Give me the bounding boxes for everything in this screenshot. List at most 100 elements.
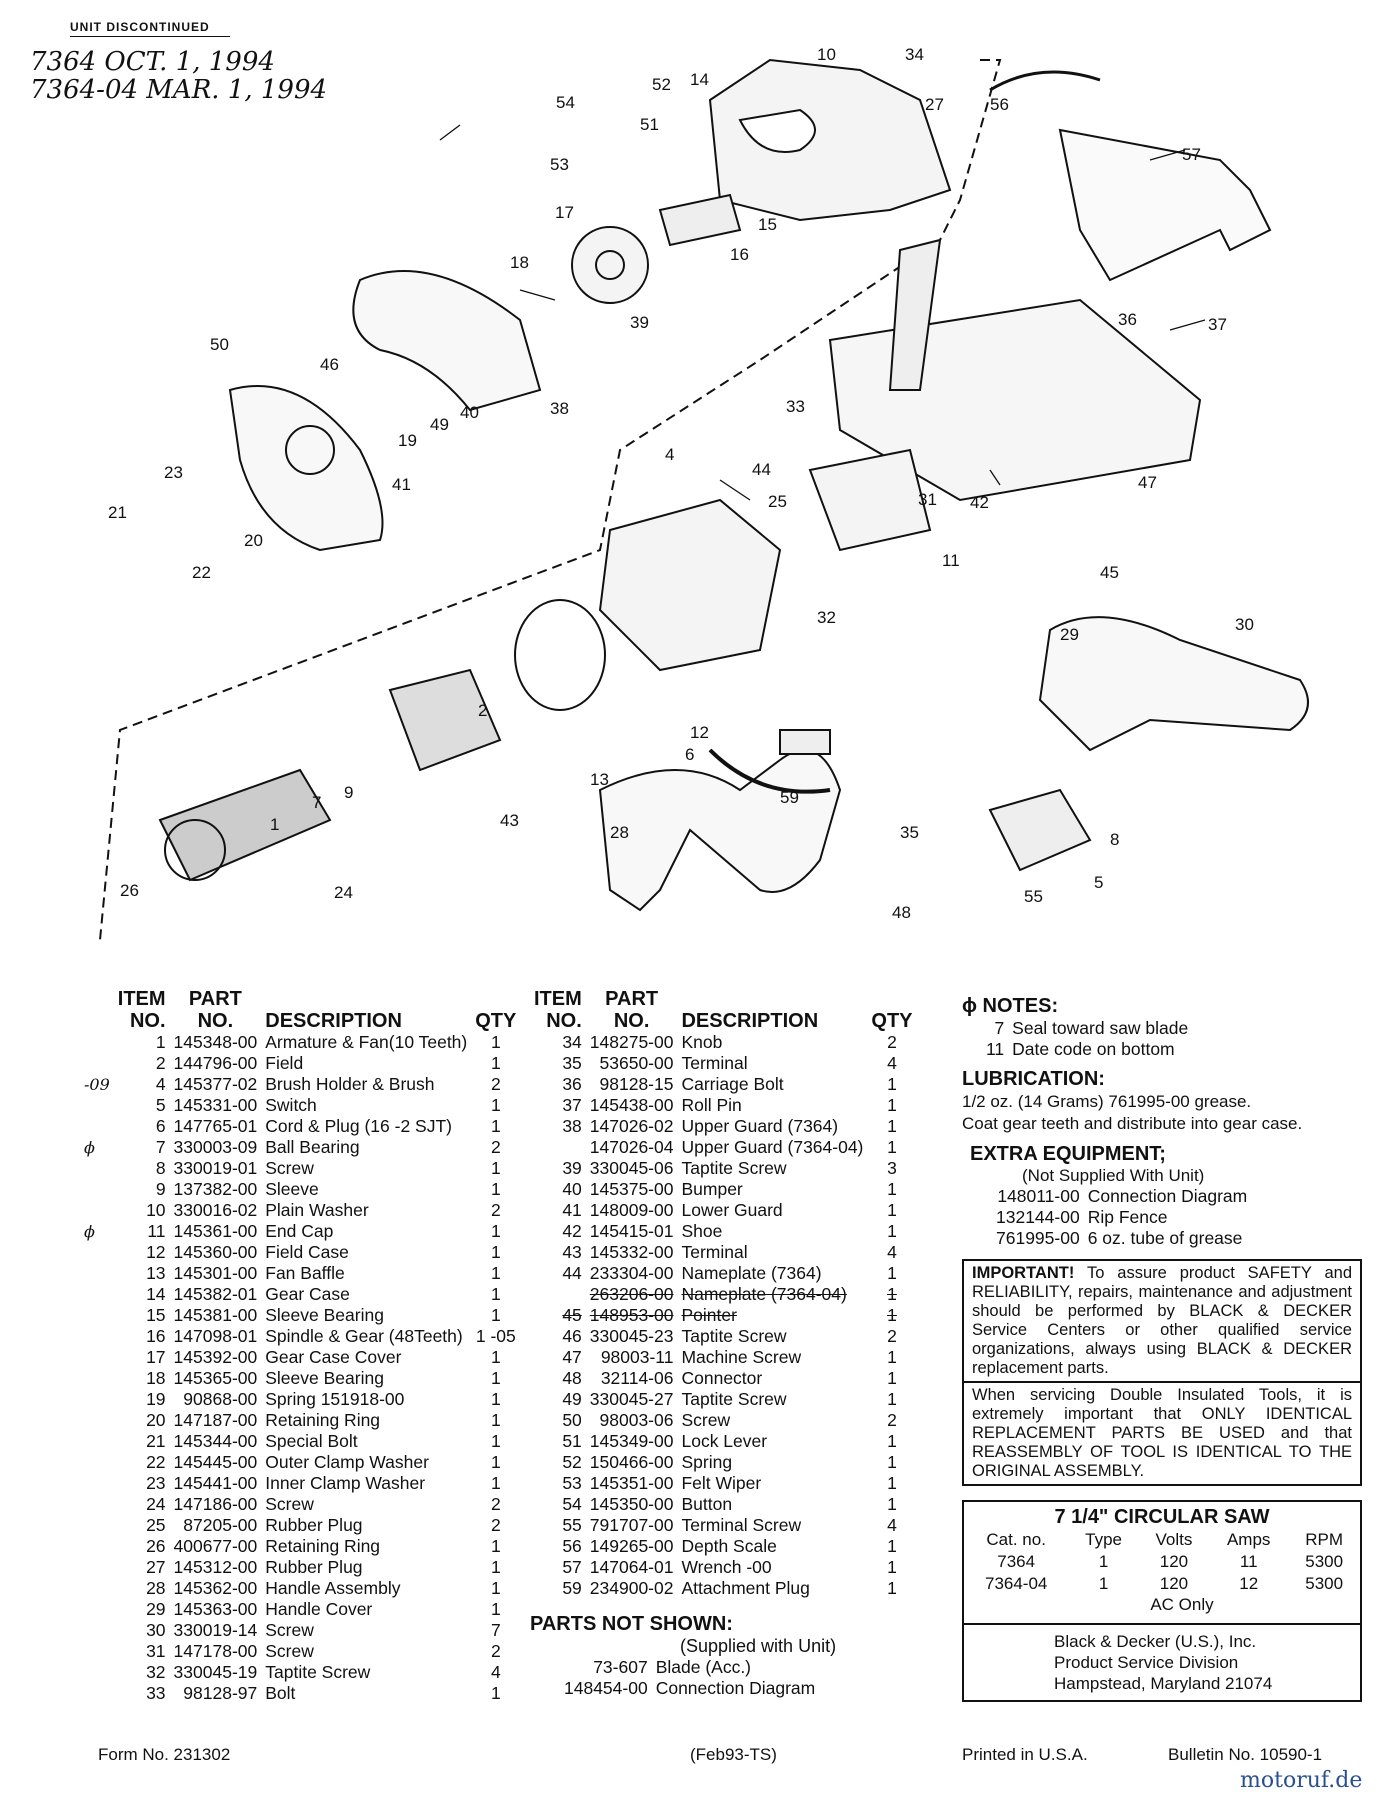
callout-52: 52 xyxy=(652,75,671,94)
part-number: 145360-00 xyxy=(173,1242,258,1262)
part-quantity: 1 xyxy=(490,1242,501,1262)
part-quantity: 1 xyxy=(887,1389,897,1409)
row-note xyxy=(80,1662,114,1683)
item-number: 29 xyxy=(146,1599,166,1619)
row-note xyxy=(80,1536,114,1557)
part-quantity: 3 xyxy=(887,1158,897,1178)
part-quantity: 1 xyxy=(887,1179,897,1199)
row-note xyxy=(80,1599,114,1620)
part-number: 98128-97 xyxy=(183,1683,258,1703)
item-number: 6 xyxy=(155,1116,166,1136)
handle-cover-shape xyxy=(1038,616,1309,752)
item-number: 57 xyxy=(562,1557,582,1577)
spec-header-amps: Amps xyxy=(1226,1530,1271,1549)
handwritten-line-1: 7364 OCT. 1, 1994 xyxy=(30,47,275,77)
callout-42: 42 xyxy=(970,493,989,512)
handwritten-dates: 7364 OCT. 1, 1994 7364-04 MAR. 1, 1994 xyxy=(30,48,327,104)
part-description: Knob xyxy=(681,1032,723,1052)
part-quantity: 1 xyxy=(887,1116,897,1136)
part-quantity: 1 xyxy=(490,1389,501,1409)
part-number: 145362-00 xyxy=(173,1578,258,1598)
part-description: Screw xyxy=(265,1158,314,1178)
callout-17: 17 xyxy=(555,203,574,222)
callout-55: 55 xyxy=(1024,887,1043,906)
part-description: Terminal Screw xyxy=(681,1515,802,1535)
item-number: 41 xyxy=(562,1200,582,1220)
part-quantity: 1 xyxy=(490,1221,501,1241)
row-note: -09 xyxy=(84,1075,110,1094)
part-quantity: 1 xyxy=(490,1557,501,1577)
assembly-axis-dashed xyxy=(99,59,1002,941)
callout-43: 43 xyxy=(500,811,519,830)
item-number: 10 xyxy=(146,1200,166,1220)
callout-23: 23 xyxy=(164,463,183,482)
callout-53: 53 xyxy=(550,155,569,174)
part-description: Upper Guard (7364) xyxy=(681,1116,839,1136)
note-item: 7 xyxy=(994,1018,1005,1038)
item-number xyxy=(530,1284,586,1305)
row-note xyxy=(80,1389,114,1410)
part-number: 145377-02 xyxy=(173,1074,258,1094)
part-description: Spring 151918-00 xyxy=(265,1389,405,1409)
part-quantity: 2 xyxy=(887,1032,897,1052)
item-number: 21 xyxy=(146,1431,166,1451)
part-description: Screw xyxy=(265,1620,314,1640)
part-description: Shoe xyxy=(681,1221,723,1241)
item-number: 26 xyxy=(146,1536,166,1556)
part-quantity: 1 xyxy=(887,1263,897,1283)
spindle-shape xyxy=(658,193,742,247)
item-number: 31 xyxy=(146,1641,166,1661)
part-quantity: 4 xyxy=(887,1515,897,1535)
part-number: 233304-00 xyxy=(589,1263,674,1283)
spec-cell: 5300 xyxy=(1305,1552,1344,1571)
callout-36: 36 xyxy=(1118,310,1137,329)
part-description: Lower Guard xyxy=(681,1200,783,1220)
note-text: Date code on bottom xyxy=(1012,1039,1175,1059)
part-description: Connection Diagram xyxy=(1087,1186,1248,1206)
item-number: 46 xyxy=(562,1326,582,1346)
row-note xyxy=(80,1578,114,1599)
lower-guard-shape xyxy=(228,385,384,552)
part-description: Pointer xyxy=(681,1305,737,1325)
part-quantity: 1 xyxy=(490,1284,501,1304)
parts-not-shown: PARTS NOT SHOWN: (Supplied with Unit) 73… xyxy=(530,1613,917,1699)
part-quantity: 7 xyxy=(490,1620,501,1640)
part-number: 145392-00 xyxy=(173,1347,258,1367)
part-number: 149265-00 xyxy=(589,1536,674,1556)
col-qty-header-2: QTY xyxy=(871,1010,913,1032)
part-description: Attachment Plug xyxy=(681,1578,810,1598)
important-box: IMPORTANT! To assure product SAFETY and … xyxy=(962,1259,1362,1486)
end-cap-shape xyxy=(808,448,932,552)
callout-27: 27 xyxy=(925,95,944,114)
part-quantity: 1 xyxy=(887,1221,897,1241)
part-description: Handle Cover xyxy=(265,1599,373,1619)
callout-25: 25 xyxy=(768,492,787,511)
callout-19: 19 xyxy=(398,431,417,450)
row-note xyxy=(80,1179,114,1200)
part-quantity: 2 xyxy=(490,1200,501,1220)
callout-labels: 1 2 4 5 6 7 8 9 10 11 12 13 14 15 16 17 … xyxy=(108,45,1254,922)
part-description: Connection Diagram xyxy=(655,1678,816,1698)
form-date: (Feb93-TS) xyxy=(690,1745,777,1764)
spec-cell: 1 xyxy=(1098,1574,1109,1593)
callout-5: 5 xyxy=(1094,873,1103,892)
part-number: 90868-00 xyxy=(183,1389,258,1409)
part-quantity: 2 xyxy=(490,1137,501,1157)
part-quantity: 1 xyxy=(490,1599,501,1619)
part-quantity: 1 xyxy=(490,1095,501,1115)
